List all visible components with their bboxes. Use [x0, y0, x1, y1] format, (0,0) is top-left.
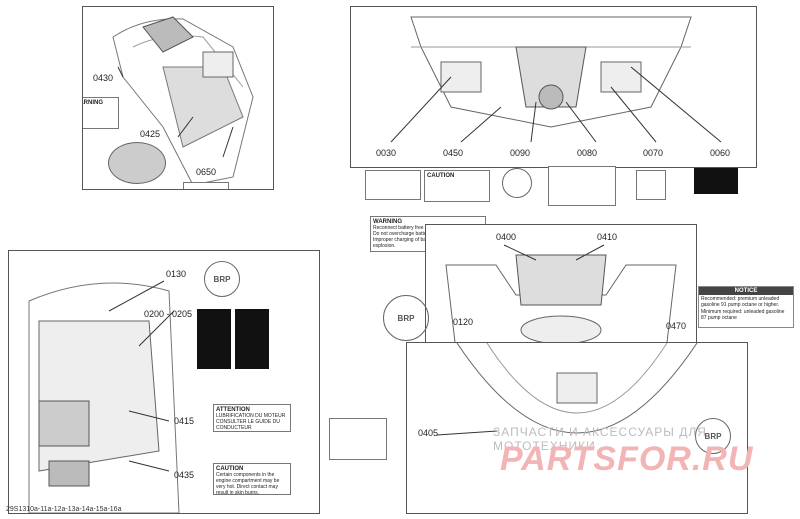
watermark-line-2: PARTSFOR.RU — [500, 440, 754, 478]
callout-0070: 0070 — [643, 148, 664, 158]
callout-0200-0205: 0200 - 0205 — [144, 309, 193, 319]
warning-battery-line-3: Improper charging of battery can cause e… — [373, 237, 460, 249]
notice-fuel-sticker: NOTICE Recommended: premium unleaded gas… — [698, 286, 794, 328]
callout-0425: 0425 — [140, 129, 161, 139]
brp-badge-large: BRP — [383, 295, 429, 341]
notice-fuel-line-2: Minimum required: unleaded gasoline 87 p… — [701, 309, 785, 321]
attention-title: ATTENTION — [216, 407, 250, 413]
callout-0450: 0450 — [443, 148, 464, 158]
callout-0400: 0400 — [496, 232, 517, 242]
load-sticker — [183, 182, 229, 189]
warning-sticker-title: WARNING — [83, 100, 103, 106]
callout-0410: 0410 — [597, 232, 618, 242]
warning-sticker: WARNING — [83, 97, 119, 129]
callout-0430: 0430 — [93, 73, 114, 83]
callout-0130: 0130 — [166, 269, 187, 279]
caution-engine-title: CAUTION — [216, 466, 244, 472]
round-emblem — [108, 142, 166, 184]
callout-0415: 0415 — [174, 416, 195, 426]
sticker-caution-title: CAUTION — [427, 173, 455, 179]
brp-badge-hull: BRP — [695, 418, 731, 454]
watermark-line-1: ЗАПЧАСТИ И АКСЕССУАРЫ ДЛЯ МОТОТЕХНИКИ — [493, 425, 707, 453]
sticker-a — [365, 170, 421, 200]
warning-battery-line-1: Reconnect battery free lead before charg… — [373, 225, 472, 231]
middle-text-sticker — [329, 418, 387, 460]
hull-top-illustration — [436, 343, 698, 436]
sticker-caution: CAUTION — [424, 170, 490, 202]
attention-line-1: LUBRIFICATION DU MOTEUR — [216, 413, 286, 419]
notice-fuel-line-1: Recommended: premium unleaded gasoline 9… — [701, 296, 780, 308]
attention-sticker: ATTENTION LUBRIFICATION DU MOTEUR CONSUL… — [213, 404, 291, 432]
notice-fuel-title: NOTICE — [699, 287, 793, 295]
watercraft-rear-illustration — [112, 16, 254, 186]
warning-battery-line-2: Do not overcharge battery. — [373, 231, 432, 237]
brp-badge-small: BRP — [204, 261, 240, 297]
panel-top-left: WARNING — [82, 6, 274, 190]
caution-engine-sticker: CAUTION Certain components in the engine… — [213, 463, 291, 495]
rear-storage-illustration — [390, 16, 722, 143]
black-decal-right — [235, 309, 269, 369]
callout-0120: 0120 — [453, 317, 474, 327]
reference-code: 29S1310a-11a-12a-13a-14a-15a-16a — [6, 506, 122, 513]
panel-bottom-right: BRP — [406, 342, 748, 514]
callout-0090: 0090 — [510, 148, 531, 158]
panel-bottom-left: BRP ATTENTION LUBRIFICATION DU MOTEUR CO… — [8, 250, 320, 514]
callout-0650: 0650 — [196, 167, 217, 177]
brp-badge-hull-text: BRP — [704, 431, 722, 441]
no-step-icon — [502, 168, 532, 198]
front-deck-illustration — [28, 280, 180, 513]
panel-mid-right — [425, 224, 697, 352]
front-storage-illustration — [445, 244, 677, 351]
electrical-hazard-sticker — [636, 170, 666, 200]
panel-top-right — [350, 6, 757, 168]
brp-badge-small-text: BRP — [213, 274, 231, 284]
callout-0060: 0060 — [710, 148, 731, 158]
attention-line-2: CONSULTER LE GUIDE DU CONDUCTEUR — [216, 419, 280, 431]
caution-engine-body: Certain components in the engine compart… — [216, 472, 280, 495]
specification-tag — [694, 168, 738, 194]
sticker-text-block — [548, 166, 616, 206]
black-decal-left — [197, 309, 231, 369]
warning-battery-title: WARNING — [373, 219, 402, 225]
callout-0470: 0470 — [666, 321, 687, 331]
callout-0405: 0405 — [418, 428, 439, 438]
callout-0080: 0080 — [577, 148, 598, 158]
callout-0030: 0030 — [376, 148, 397, 158]
brp-badge-large-text: BRP — [397, 313, 415, 323]
callout-0435: 0435 — [174, 470, 195, 480]
